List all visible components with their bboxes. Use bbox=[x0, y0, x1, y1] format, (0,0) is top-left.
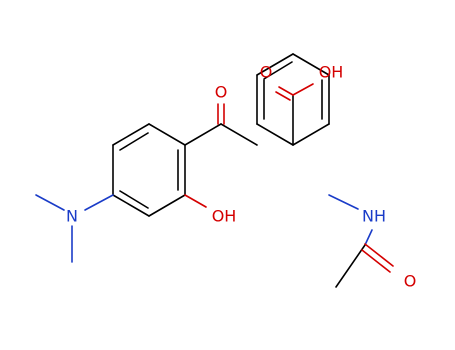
bond-right-ring-c2-c3 bbox=[292, 123, 330, 146]
dimethylamino-nitrogen-label: N bbox=[66, 207, 78, 226]
bond-left-ring-c4-c5-inner bbox=[119, 190, 149, 209]
ketone-oxygen-label: O bbox=[215, 83, 228, 102]
left-ring bbox=[112, 123, 186, 217]
bond-left-ring-c6-c1-inner bbox=[119, 132, 149, 151]
carboxyl-hydroxyl-label: OH bbox=[319, 63, 344, 82]
bond-carboxyl-single bbox=[292, 83, 314, 96]
bond-right-ring-c4-c5 bbox=[292, 53, 330, 76]
bond-carboxyl-double-b bbox=[275, 91, 291, 101]
bond-carboxyl-double-a bbox=[278, 86, 294, 96]
phenol-hydroxyl-label: OH bbox=[212, 207, 237, 226]
amide-nh-label: NH bbox=[362, 207, 386, 226]
right-ring bbox=[256, 53, 330, 146]
bond-left-ring-to-carbonyl bbox=[184, 123, 222, 146]
bond-amide-double-a bbox=[364, 243, 394, 267]
carboxylic-acid-group: O OH bbox=[260, 63, 344, 146]
acetamido-group: NH O bbox=[328, 194, 417, 291]
bond-ring-to-phenol bbox=[184, 194, 207, 208]
bridge-ketone: O bbox=[184, 83, 258, 146]
bond-left-ring-c6-c1 bbox=[112, 123, 150, 146]
bond-right-ring-c1-c2 bbox=[256, 123, 294, 146]
phenol-group: OH bbox=[184, 194, 237, 226]
bond-carbonyl-to-right-ring bbox=[220, 123, 258, 146]
bond-amide-double-b bbox=[361, 249, 391, 273]
bond-amide-n-to-carbonyl bbox=[364, 229, 373, 246]
bond-nitrogen-to-methyl-upper bbox=[35, 194, 65, 211]
bond-left-ring-c4-c5 bbox=[112, 194, 150, 217]
dimethylamino-group: N bbox=[35, 194, 114, 263]
bond-right-ring-c5-c6-inner bbox=[263, 61, 293, 80]
bond-ring-to-amide-n bbox=[328, 194, 359, 210]
bond-left-ring-c3-c4 bbox=[148, 194, 186, 217]
carboxyl-oxygen-label: O bbox=[260, 63, 273, 82]
bond-ring-to-nitrogen bbox=[84, 194, 114, 211]
bond-amide-carbonyl-to-methyl bbox=[335, 244, 366, 288]
amide-oxygen-label: O bbox=[404, 272, 417, 291]
bond-right-ring-c5-c6 bbox=[256, 53, 294, 76]
bond-left-ring-c1-c2 bbox=[148, 123, 186, 146]
